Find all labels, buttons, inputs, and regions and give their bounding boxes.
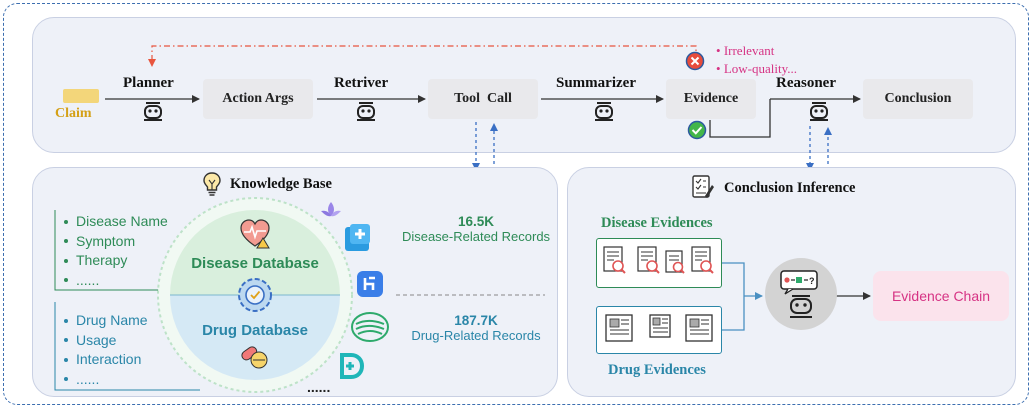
search-doc-icon xyxy=(637,246,660,274)
reject-reason: • Irrelevant xyxy=(716,43,775,58)
disease-field-name: Disease Name xyxy=(76,213,168,229)
action-args-node: Action Args xyxy=(203,79,313,119)
list-item: Disease Name xyxy=(64,212,168,232)
disease-records-stat: 16.5K Disease-Related Records xyxy=(390,214,562,244)
heart-monitor-icon xyxy=(240,219,270,249)
reject-reason-irrelevant: Irrelevant xyxy=(723,43,775,58)
more-sources: ...... xyxy=(307,379,331,395)
list-item: Interaction xyxy=(64,350,148,370)
reasoning-robot-icon: ? xyxy=(765,258,837,330)
pills-icon xyxy=(241,346,268,369)
drug-field-name: Drug Name xyxy=(76,312,148,328)
disease-evidences-label: Disease Evidences xyxy=(601,215,713,231)
search-doc-icon xyxy=(603,246,626,274)
reject-reason-low-quality: Low-quality... xyxy=(723,61,797,76)
knowledge-base-title: Knowledge Base xyxy=(230,176,332,192)
figure-frame xyxy=(3,3,1029,405)
reject-x-icon xyxy=(685,51,705,71)
newspaper-icon xyxy=(605,314,633,342)
search-doc-icon xyxy=(691,246,714,274)
gear-icon xyxy=(238,278,272,312)
disease-evidence-docs xyxy=(603,246,714,274)
list-item: ...... xyxy=(64,370,148,390)
disease-database-label: Disease Database xyxy=(191,255,319,272)
lightbulb-icon xyxy=(203,172,221,196)
disease-field-more: ...... xyxy=(76,271,100,288)
source-logo-medical-icon xyxy=(345,224,370,251)
claim-node xyxy=(63,89,99,103)
drug-evidence-docs xyxy=(605,314,713,342)
drug-field-list: Drug Name Usage Interaction ...... xyxy=(64,311,148,389)
disease-field-list: Disease Name Symptom Therapy ...... xyxy=(64,212,168,290)
checklist-icon xyxy=(692,175,714,198)
tool-call-node: Tool Call xyxy=(428,79,538,119)
disease-records-label: Disease-Related Records xyxy=(401,229,551,244)
newspaper-icon xyxy=(649,314,671,338)
database-circle xyxy=(157,197,353,393)
accept-check-icon xyxy=(687,120,707,140)
planner-robot-icon xyxy=(144,102,162,121)
source-logo-wave-icon xyxy=(351,312,389,342)
summarizer-robot-icon xyxy=(595,102,613,121)
reasoner-robot-icon xyxy=(810,102,828,121)
source-logo-d-icon xyxy=(340,353,365,379)
evidence-node: Evidence xyxy=(666,79,756,119)
list-item: Symptom xyxy=(64,232,168,252)
drug-evidences-label: Drug Evidences xyxy=(608,362,706,378)
drug-field-more: ...... xyxy=(76,370,100,387)
reject-reasons: • Irrelevant • Low-quality... xyxy=(716,42,797,78)
feedback-loop xyxy=(148,45,697,67)
reasoner-label: Reasoner xyxy=(776,75,836,91)
list-item: ...... xyxy=(64,271,168,291)
claim-label: Claim xyxy=(55,106,92,121)
source-logo-h-icon xyxy=(357,271,383,297)
list-item: Usage xyxy=(64,331,148,351)
drug-database-label: Drug Database xyxy=(202,322,308,339)
summarizer-label: Summarizer xyxy=(556,75,636,91)
reasoner-bend xyxy=(709,99,771,138)
reject-reason: • Low-quality... xyxy=(716,61,797,76)
planner-label: Planner xyxy=(123,75,174,91)
conclusion-node: Conclusion xyxy=(863,79,973,119)
conclusion-inference-title: Conclusion Inference xyxy=(724,180,856,196)
drug-records-label: Drug-Related Records xyxy=(411,328,541,343)
newspaper-icon xyxy=(685,314,713,342)
search-doc-icon xyxy=(665,250,685,274)
retriver-robot-icon xyxy=(357,102,375,121)
disease-field-therapy: Therapy xyxy=(76,252,128,268)
list-item: Drug Name xyxy=(64,311,148,331)
retriver-label: Retriver xyxy=(334,75,389,91)
evidence-chain-node: Evidence Chain xyxy=(873,271,1009,321)
drug-records-stat: 187.7K Drug-Related Records xyxy=(390,313,562,343)
drug-count: 187.7K xyxy=(454,313,498,328)
source-logo-flower-icon xyxy=(321,202,341,217)
pipeline-panel xyxy=(32,17,1016,153)
disease-count: 16.5K xyxy=(457,214,495,229)
disease-field-symptom: Symptom xyxy=(76,232,136,249)
list-item: Therapy xyxy=(64,251,168,271)
drug-field-usage: Usage xyxy=(76,331,117,348)
drug-field-interaction: Interaction xyxy=(76,351,142,367)
svg-text:?: ? xyxy=(809,276,815,286)
